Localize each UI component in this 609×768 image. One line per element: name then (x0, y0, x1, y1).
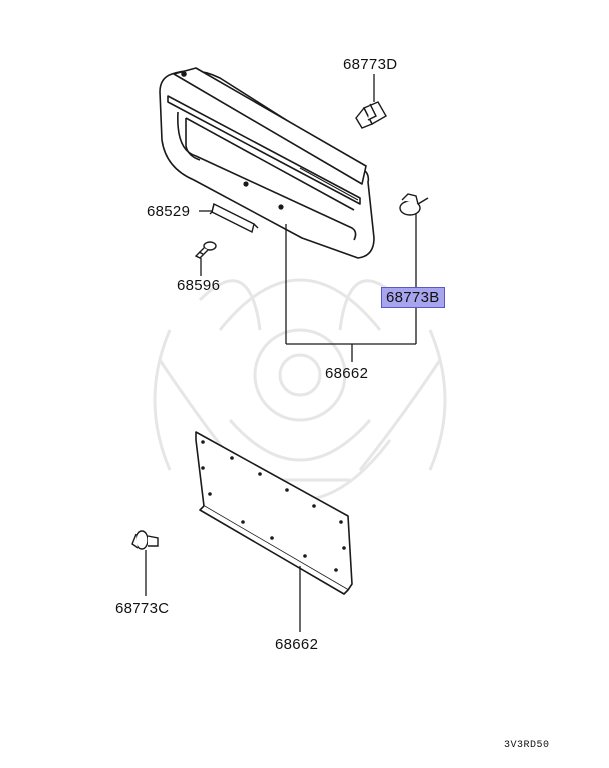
lower-panel-68662 (195, 431, 353, 595)
label-68662-upper[interactable]: 68662 (325, 365, 369, 382)
clip-68773D (355, 101, 387, 129)
screw-68596 (194, 241, 217, 259)
clip-68773B (399, 193, 429, 216)
label-68773D[interactable]: 68773D (343, 56, 398, 73)
label-68773B-highlighted[interactable]: 68773B (381, 287, 445, 308)
clip-68773C (131, 530, 159, 550)
label-68596[interactable]: 68596 (177, 277, 221, 294)
diagram-code: 3V3RD50 (504, 740, 550, 751)
upper-trim-panel (159, 67, 375, 259)
bracket-68662-upper (285, 224, 417, 362)
watermark-emblem (153, 278, 447, 502)
panel-holes (201, 440, 346, 572)
label-68662-lower[interactable]: 68662 (275, 636, 319, 653)
label-68529[interactable]: 68529 (147, 203, 191, 220)
label-68773C[interactable]: 68773C (115, 600, 170, 617)
